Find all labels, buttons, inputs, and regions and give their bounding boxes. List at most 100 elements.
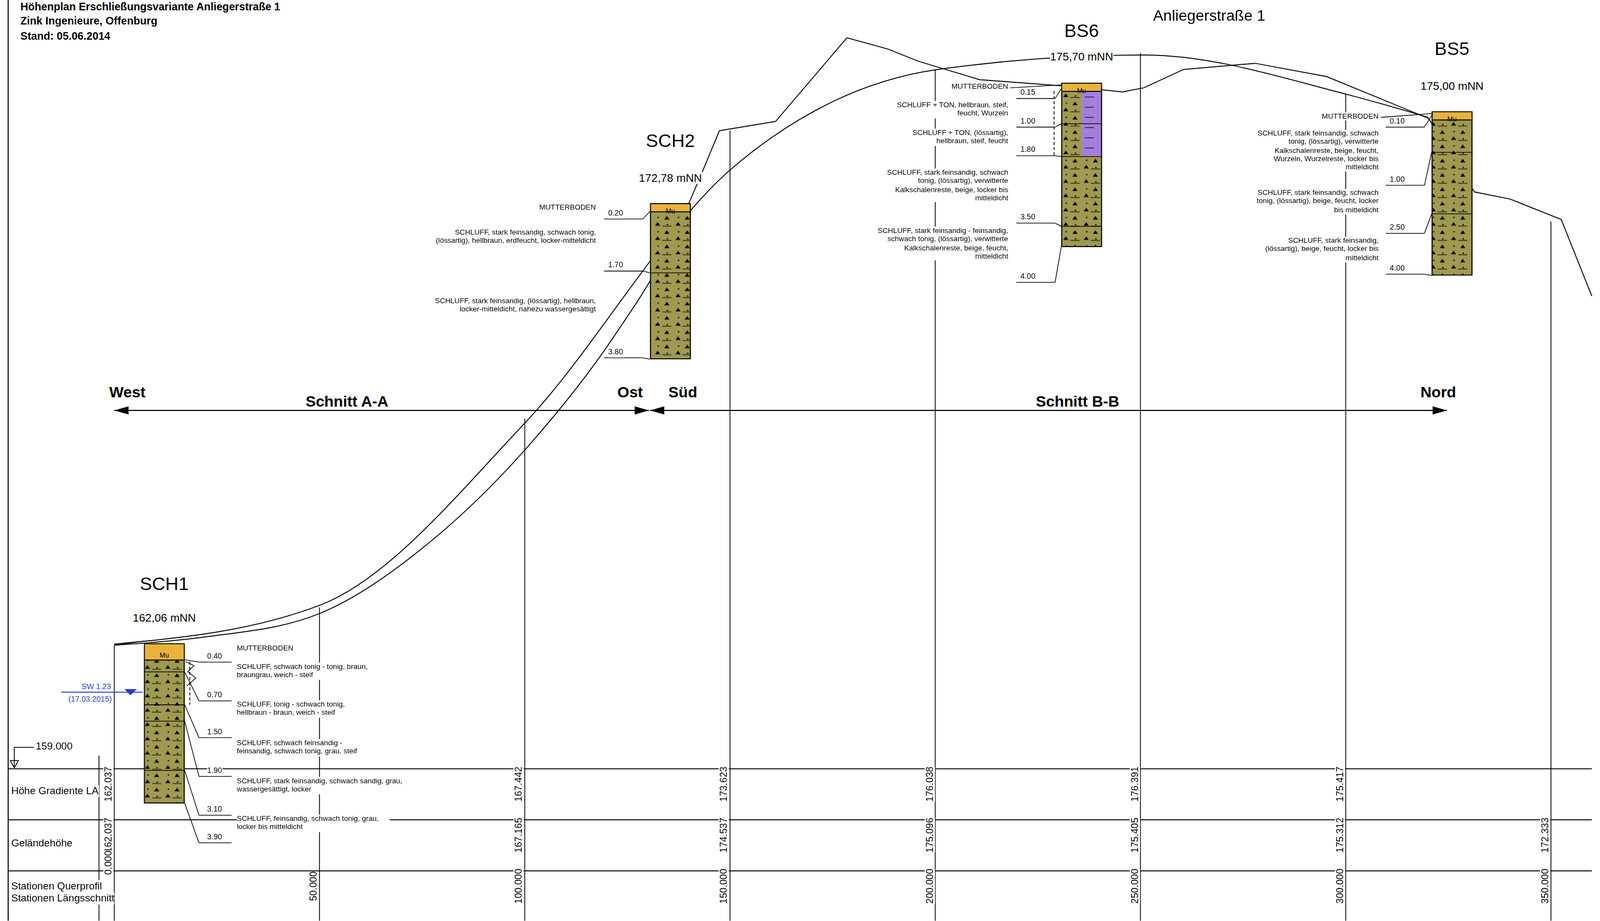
drawing-stroke	[1016, 281, 1055, 283]
topsoil-code: Mu	[1077, 86, 1087, 94]
drawing-stroke	[199, 842, 232, 843]
section-name: Schnitt A-A	[301, 392, 393, 410]
layer-description: SCHLUFF + TON, (lössartig), hellbraun, s…	[880, 128, 1009, 146]
layer-description: SCHLUFF, stark feinsandig, (lössartig), …	[422, 297, 597, 314]
depth-value: 0.20	[608, 209, 623, 219]
direction-label: Ost	[613, 382, 647, 400]
borehole-name: SCH1	[139, 574, 189, 595]
drawing-stroke	[1016, 222, 1055, 224]
drawing-stroke	[1054, 223, 1061, 227]
drawing-stroke	[113, 644, 115, 920]
drawing-stroke	[1061, 156, 1103, 157]
depth-value: 0.15	[1020, 88, 1036, 98]
drawing-stroke	[1054, 246, 1061, 283]
depth-value: 1.50	[207, 727, 222, 737]
drawing-stroke	[184, 802, 199, 843]
date-text: Stand: 05.06.2014	[20, 29, 111, 42]
drawing-stroke	[1345, 94, 1347, 921]
elevation-value: 175.405	[1129, 817, 1140, 852]
station-value: 300.000	[1334, 868, 1345, 904]
borehole-name: SCH2	[645, 131, 695, 152]
depth-value: 2.50	[1390, 223, 1405, 233]
layer-description: SCHLUFF, stark feinsandig - feinsandig, …	[870, 226, 1009, 261]
drawing-stroke	[1016, 126, 1055, 128]
depth-value: 0.10	[1390, 117, 1405, 127]
drawing-stroke	[1016, 97, 1055, 99]
row-header: Geländehöhe	[11, 836, 73, 849]
drawing-stroke	[1054, 123, 1061, 127]
layer-description: SCHLUFF, stark feinsandig, schwach tonig…	[422, 228, 597, 246]
direction-label: West	[104, 382, 150, 400]
station-value: 100.000	[513, 868, 524, 904]
drawing-stroke	[114, 130, 720, 645]
layer-description: SCHLUFF, stark feinsandig, (lössartig), …	[1256, 236, 1379, 263]
elevation-value: 167.165	[513, 817, 524, 852]
direction-label: Süd	[664, 382, 702, 400]
station-value: 350.000	[1540, 868, 1550, 904]
topsoil-code: Mu	[159, 651, 170, 659]
drawing-stroke	[10, 760, 19, 768]
drawing-stroke	[1431, 213, 1473, 214]
station-value: 250.000	[1129, 868, 1140, 904]
depth-value: 1.00	[1020, 117, 1036, 127]
borehole-elevation: 162,06 mNN	[132, 611, 196, 625]
row-header: Höhe Gradiente LA	[11, 784, 100, 797]
elevation-value: 175.312	[1334, 817, 1345, 852]
drawing-stroke	[1385, 273, 1425, 275]
drawing-stroke	[8, 768, 1592, 770]
topsoil-layer: Mu	[651, 204, 690, 213]
layer-description: MUTTERBODEN	[539, 202, 596, 212]
elevation-value: 174.537	[719, 817, 730, 852]
direction-label: Nord	[1416, 382, 1461, 400]
borehole-elevation: 175,70 mNN	[1049, 50, 1114, 63]
drawing-stroke	[143, 703, 185, 705]
drawing-stroke	[199, 814, 232, 815]
soil-column-fill	[1431, 110, 1473, 276]
layer-description: SCHLUFF, stark feinsandig, schwach tonig…	[875, 168, 1009, 202]
drawing-stroke	[143, 671, 185, 672]
drawing-stroke	[1054, 155, 1061, 157]
layer-description: SCHLUFF, stark feinsandig, schwach tonig…	[1251, 129, 1379, 172]
drawing-stroke	[184, 704, 199, 738]
depth-value: 0.70	[207, 690, 222, 700]
borehole-column: SCH2172,78 mNNMu	[650, 202, 691, 360]
drawing-stroke	[1140, 53, 1142, 921]
drawing-stroke	[184, 671, 199, 701]
drawing-stroke	[185, 660, 196, 686]
clay-fill	[1081, 88, 1103, 157]
drawing-stroke	[1010, 84, 1065, 89]
soil-column-fill	[143, 643, 185, 803]
topsoil-code: Mu	[1447, 115, 1457, 123]
drawing-stroke	[643, 270, 651, 273]
drawing-stroke	[184, 659, 199, 663]
depth-value: 0.40	[207, 652, 222, 661]
topsoil-layer: Mu	[144, 644, 184, 661]
topsoil-layer: Mu	[1432, 112, 1472, 121]
layer-description: MUTTERBODEN	[236, 644, 294, 653]
soil-column-fill	[650, 202, 691, 360]
drawing-stroke	[143, 769, 185, 771]
borehole-column: SCH1162,06 mNNMu	[143, 643, 185, 803]
depth-value: 4.00	[1020, 272, 1036, 282]
elevation-value: 175.417	[1334, 765, 1345, 801]
elevation-value: 162.037	[103, 765, 114, 801]
drawing-stroke	[319, 607, 321, 921]
drawing-stroke	[184, 720, 199, 777]
drawing-stroke	[1424, 152, 1432, 186]
drawing-stroke	[1424, 115, 1432, 128]
drawing-stroke	[199, 700, 232, 701]
depth-value: 1.80	[1020, 145, 1036, 155]
elevation-value: 173.623	[719, 765, 730, 801]
row-header: Stationen Querprofil	[11, 879, 103, 892]
layer-description: SCHLUFF, schwach tonig - tonig, braun, b…	[236, 662, 375, 679]
drawing-stroke	[1380, 113, 1435, 118]
borehole-column: BS5175,00 mNNMu	[1431, 110, 1473, 276]
drawing-stroke	[650, 272, 691, 274]
drawing-stroke	[1385, 184, 1425, 186]
drawing-stroke	[114, 54, 1429, 644]
drawing-stroke	[719, 37, 1592, 296]
drawing-stroke	[1424, 274, 1432, 276]
layer-description: SCHLUFF, tonig - schwach tonig, hellbrau…	[236, 700, 375, 718]
drawing-stroke	[199, 775, 232, 777]
drawing-stroke	[199, 736, 232, 738]
